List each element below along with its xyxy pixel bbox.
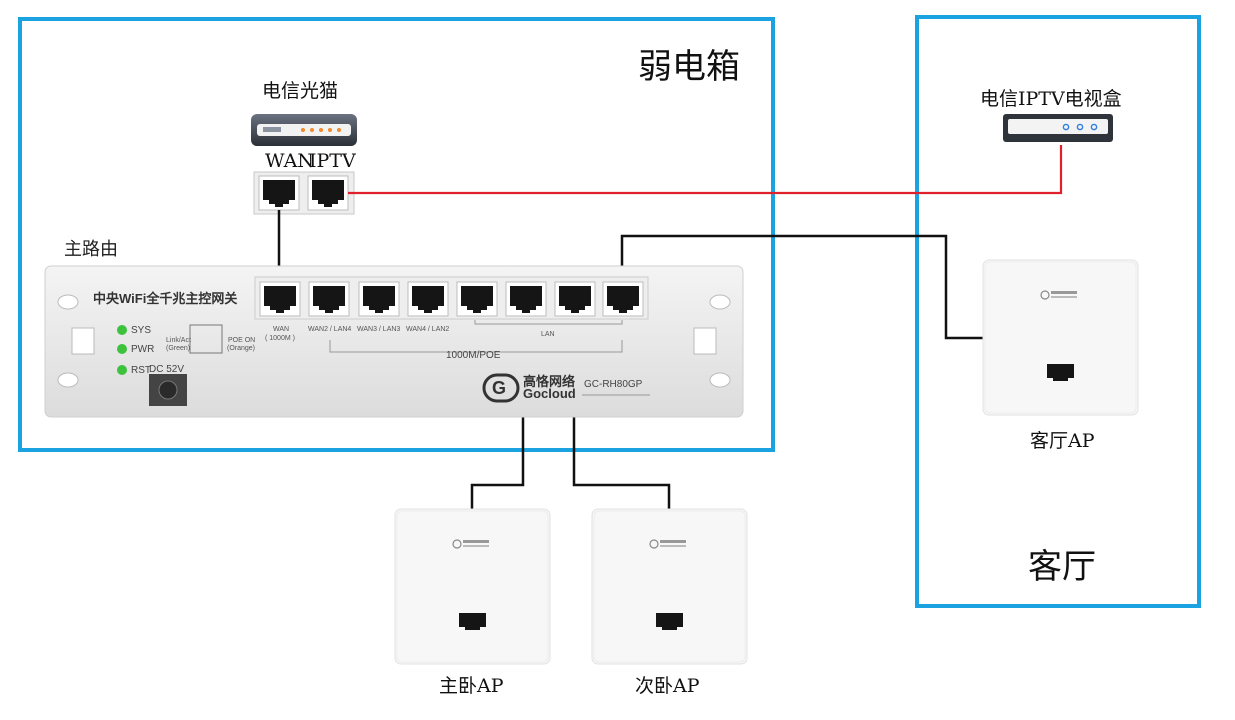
svg-text:G: G (492, 378, 506, 398)
living-room-zone (915, 15, 1201, 608)
port-label-wan2: WAN2 / LAN4 (308, 326, 351, 333)
ap-master-device (394, 508, 551, 665)
modem-wan-label: WAN (265, 150, 314, 172)
led-pwr-label: PWR (131, 344, 154, 355)
router-label: 主路由 (64, 239, 118, 260)
router-panel-title: 中央WiFi全千兆主控网关 (93, 291, 237, 306)
port-label-wan: WAN (273, 326, 289, 333)
lan-label: LAN (541, 331, 555, 338)
model-label: GC-RH80GP (584, 379, 643, 390)
living-ap-cable (620, 234, 985, 340)
cabinet-title: 弱电箱 (638, 47, 740, 87)
modem-iptv-label: IPTV (309, 150, 356, 172)
poe-orange-label: (Orange) (227, 345, 255, 352)
ap-second-label: 次卧AP (635, 675, 700, 697)
router-port-strip (254, 276, 649, 320)
living-room-title: 客厅 (1028, 547, 1096, 587)
modem-port-block (253, 171, 355, 215)
link-green-label: (Green) (166, 345, 190, 352)
port-label-wan4: WAN4 / LAN2 (406, 326, 449, 333)
poe-label: 1000M/POE (446, 350, 501, 361)
ap-master-label: 主卧AP (439, 675, 504, 697)
brand-en: Gocloud (523, 386, 576, 401)
iptv-box-device (1003, 114, 1113, 142)
link-act-label: Link/Act (166, 337, 191, 344)
led-pwr (117, 344, 127, 354)
led-sys-label: SYS (131, 325, 151, 336)
router-port-wan (259, 281, 301, 317)
ap-second-device (591, 508, 748, 665)
dc-label: DC 52V (149, 364, 184, 375)
led-sys (117, 325, 127, 335)
router-port-8 (602, 281, 644, 317)
router-port-3 (358, 281, 400, 317)
led-rst-label: RST (131, 365, 151, 376)
iptv-cable (348, 145, 1063, 195)
modem-device (251, 114, 357, 146)
router-port-6 (505, 281, 547, 317)
port-label-wan3: WAN3 / LAN3 (357, 326, 400, 333)
cabinet-zone (18, 17, 775, 452)
led-rst (117, 365, 127, 375)
brand-cn: 高恪网络 (523, 374, 575, 389)
iptv-box-label: 电信IPTV电视盒 (980, 88, 1122, 110)
modem-label: 电信光猫 (262, 80, 338, 102)
ap-living-device (982, 259, 1139, 416)
router-port-4 (407, 281, 449, 317)
ap-living-label: 客厅AP (1030, 430, 1095, 452)
router-port-5 (456, 281, 498, 317)
router-port-7 (554, 281, 596, 317)
poe-on-label: POE ON (228, 337, 255, 344)
router-port-2 (308, 281, 350, 317)
port-label-wan-speed: ( 1000M ) (265, 335, 295, 342)
